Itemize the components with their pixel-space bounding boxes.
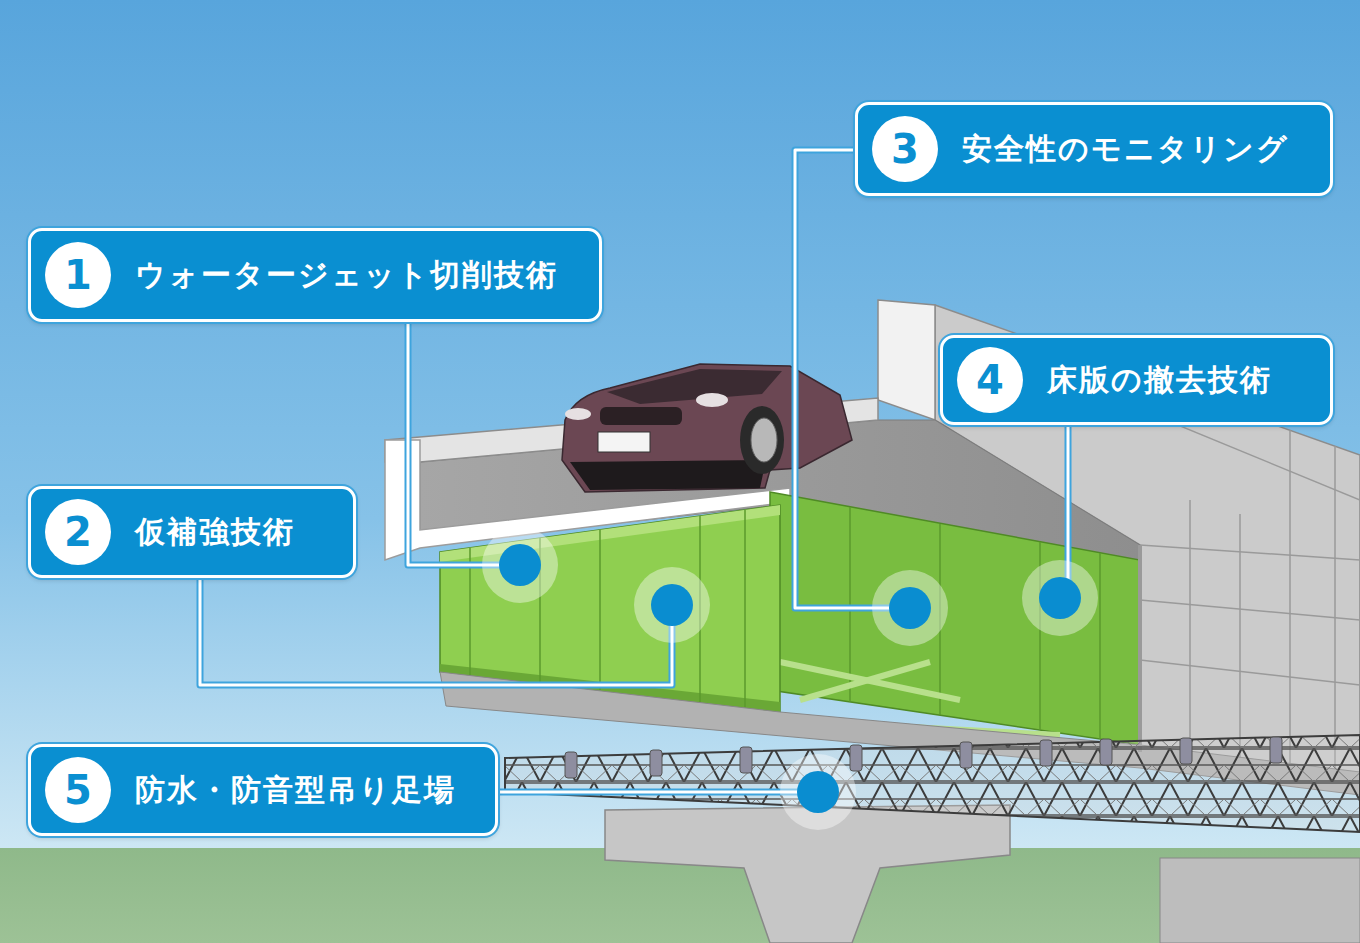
- dot-halo: [634, 567, 710, 643]
- target-dot: [499, 544, 541, 586]
- license-plate: [598, 432, 650, 452]
- callout-label: ウォータージェット切削技術: [135, 257, 558, 293]
- girder-stiffeners: [470, 510, 745, 708]
- number-circle: 1: [45, 242, 111, 308]
- leader-line: [498, 791, 818, 794]
- hanger: [960, 742, 972, 768]
- dot-halo: [1022, 560, 1098, 636]
- hanger: [1100, 739, 1112, 765]
- callout-box: 防水・防音型吊り足場 5: [28, 744, 498, 836]
- car-wheel: [740, 406, 784, 474]
- brace: [800, 662, 930, 700]
- panel-line: [1140, 660, 1360, 685]
- target-dot: [797, 771, 839, 813]
- panel-line: [1289, 430, 1291, 766]
- girder-stiffeners: [850, 507, 1100, 739]
- callout-number: 4: [976, 357, 1004, 403]
- dot-halo: [482, 527, 558, 603]
- brace: [780, 662, 960, 700]
- dot-halo: [780, 754, 856, 830]
- hanger: [1180, 738, 1192, 764]
- pole: [1138, 545, 1142, 752]
- panel-line: [1334, 446, 1336, 772]
- panel-line: [1140, 600, 1360, 620]
- callout-label: 安全性のモニタリング: [962, 131, 1289, 167]
- leader-line: [408, 322, 520, 565]
- headlight: [565, 408, 591, 420]
- callout-number: 5: [64, 767, 92, 813]
- parapet: [878, 300, 935, 420]
- stiffener: [744, 510, 746, 708]
- pier: [1160, 858, 1360, 943]
- callout-label: 床版の撤去技術: [1047, 362, 1272, 398]
- leader-line: [498, 789, 818, 796]
- car-bumper: [570, 460, 766, 490]
- scaffold-hangers: [565, 737, 1282, 778]
- leader-line: [200, 578, 672, 685]
- target-dot: [651, 584, 693, 626]
- car: [562, 364, 852, 492]
- suspended-scaffold: [505, 735, 1360, 832]
- number-circle: 4: [957, 347, 1023, 413]
- target-dot: [1039, 577, 1081, 619]
- callout-box: 床版の撤去技術 4: [940, 335, 1333, 425]
- steel-girder: [770, 492, 1140, 745]
- target-dot: [889, 587, 931, 629]
- target-dots: [482, 527, 1098, 830]
- number-circle: 5: [45, 757, 111, 823]
- leader-line: [795, 150, 910, 608]
- leader-line: [200, 578, 672, 685]
- hanger: [650, 750, 662, 776]
- callout-box: ウォータージェット切削技術 1: [28, 228, 602, 322]
- car-grille: [600, 407, 682, 425]
- callout-label: 防水・防音型吊り足場: [135, 772, 456, 808]
- callout-label: 仮補強技術: [135, 514, 295, 550]
- panel-line: [1239, 514, 1241, 760]
- callout-number: 1: [64, 252, 92, 298]
- number-circle: 3: [872, 116, 938, 182]
- callout-box: 安全性のモニタリング 3: [855, 102, 1333, 196]
- leader-line: [408, 322, 520, 565]
- callout-number: 2: [64, 509, 92, 555]
- panel-line: [1189, 500, 1191, 754]
- callout-number: 3: [891, 126, 919, 172]
- car-body: [562, 364, 852, 492]
- headlight: [696, 393, 728, 407]
- hanger: [1270, 737, 1282, 763]
- dot-halo: [872, 570, 948, 646]
- leader-line: [795, 150, 910, 608]
- car-windshield: [607, 369, 782, 404]
- hanger: [1040, 740, 1052, 766]
- hanger: [740, 747, 752, 773]
- car-rim: [751, 418, 777, 462]
- stiffener: [1099, 553, 1101, 739]
- panel-line: [1140, 545, 1360, 560]
- number-circle: 2: [45, 499, 111, 565]
- hanger: [565, 752, 577, 778]
- hanger: [850, 745, 862, 771]
- stiffener: [599, 530, 601, 690]
- callout-box: 仮補強技術 2: [28, 486, 356, 578]
